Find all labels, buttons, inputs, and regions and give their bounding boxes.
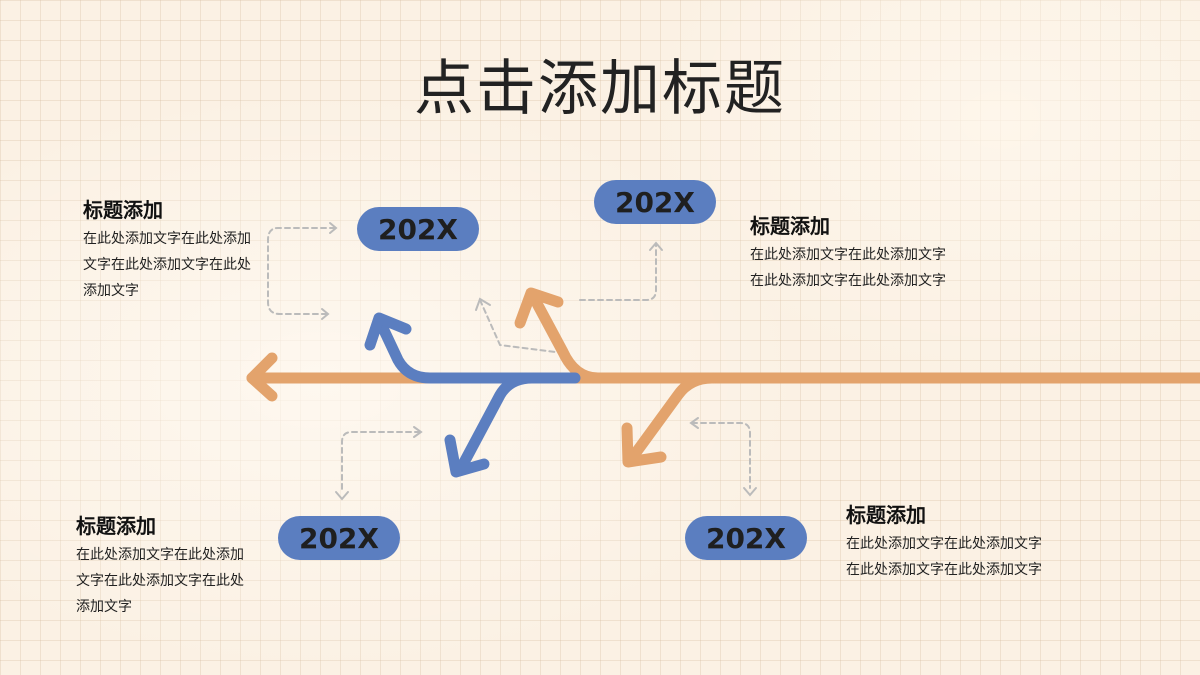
milestone-heading-1[interactable]: 标题添加 — [83, 198, 163, 222]
orange-branch-up-head — [514, 287, 564, 329]
milestone-body-1-line-1: 在此处添加文字在此处添加 — [83, 231, 251, 247]
year-pill-2[interactable]: 202X — [594, 180, 716, 224]
milestone-body-1[interactable]: 在此处添加文字在此处添加 文字在此处添加文字在此处 添加文字 — [83, 226, 283, 304]
milestone-body-1-line-3: 添加文字 — [83, 283, 139, 299]
milestone-body-4-line-1: 在此处添加文字在此处添加文字 — [846, 536, 1042, 552]
connector-2a — [579, 243, 657, 301]
year-pill-4[interactable]: 202X — [685, 516, 807, 560]
orange-branch-down — [626, 372, 718, 464]
connector-1a-head — [329, 222, 338, 234]
connector-3a-head — [413, 426, 423, 438]
connector-4b-head — [743, 487, 757, 497]
milestone-body-1-line-2: 文字在此处添加文字在此处 — [83, 257, 251, 273]
milestone-text-4: 标题添加 在此处添加文字在此处添加文字 在此处添加文字在此处添加文字 — [846, 503, 1086, 583]
blue-branch-down-head — [444, 434, 490, 478]
blue-segment — [376, 320, 581, 384]
connector-4a — [691, 422, 751, 489]
blue-branch-down — [454, 372, 538, 476]
connector-3a — [341, 431, 421, 493]
milestone-body-3-line-3: 添加文字 — [76, 599, 132, 615]
milestone-body-4-line-2: 在此处添加文字在此处添加文字 — [846, 562, 1042, 578]
milestone-heading-3[interactable]: 标题添加 — [76, 514, 156, 538]
milestone-text-1: 标题添加 在此处添加文字在此处添加 文字在此处添加文字在此处 添加文字 — [83, 198, 283, 304]
orange-branch-up — [527, 290, 604, 384]
year-pill-3[interactable]: 202X — [278, 516, 400, 560]
milestone-heading-2[interactable]: 标题添加 — [750, 214, 830, 238]
milestone-body-2[interactable]: 在此处添加文字在此处添加文字 在此处添加文字在此处添加文字 — [750, 242, 990, 294]
connector-2a-head — [649, 241, 663, 251]
milestone-body-2-line-2: 在此处添加文字在此处添加文字 — [750, 273, 946, 289]
year-pill-1[interactable]: 202X — [357, 207, 479, 251]
blue-branch-up-head — [364, 312, 412, 351]
connector-2b — [479, 299, 556, 353]
milestone-body-3-line-2: 文字在此处添加文字在此处 — [76, 573, 244, 589]
connector-4a-head — [689, 417, 699, 429]
connector-3b-head — [335, 491, 349, 501]
orange-branch-down-head — [621, 422, 667, 468]
milestone-body-3-line-1: 在此处添加文字在此处添加 — [76, 547, 244, 563]
milestone-heading-4[interactable]: 标题添加 — [846, 503, 926, 527]
connector-1b-head — [321, 308, 330, 320]
milestone-body-4[interactable]: 在此处添加文字在此处添加文字 在此处添加文字在此处添加文字 — [846, 531, 1086, 583]
slide-title[interactable]: 点击添加标题 — [414, 54, 786, 124]
milestone-body-3[interactable]: 在此处添加文字在此处添加 文字在此处添加文字在此处 添加文字 — [76, 542, 276, 620]
milestone-text-3: 标题添加 在此处添加文字在此处添加 文字在此处添加文字在此处 添加文字 — [76, 514, 276, 620]
main-timeline-arrowhead — [246, 352, 278, 402]
milestone-body-2-line-1: 在此处添加文字在此处添加文字 — [750, 247, 946, 263]
milestone-text-2: 标题添加 在此处添加文字在此处添加文字 在此处添加文字在此处添加文字 — [750, 214, 990, 294]
connector-2b-head — [475, 297, 491, 311]
